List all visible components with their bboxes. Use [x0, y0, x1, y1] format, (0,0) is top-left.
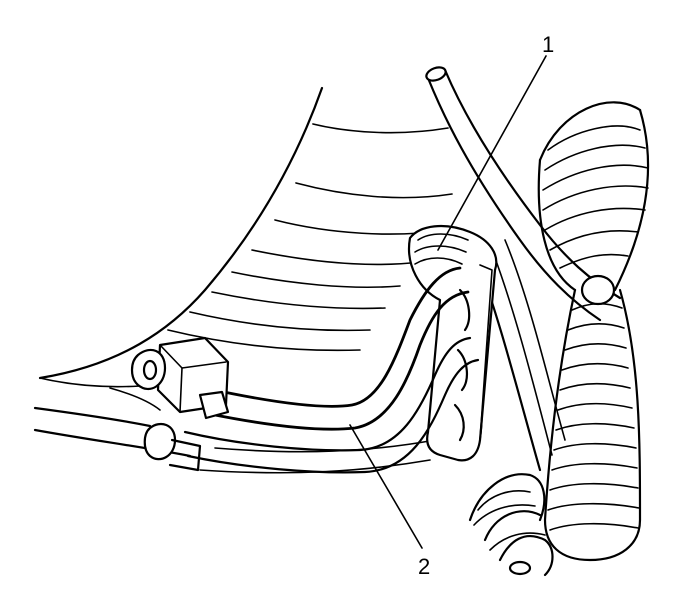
body-panel-outline: [38, 86, 453, 411]
leader-lines: [349, 55, 547, 549]
small-conduit-branches: [468, 473, 554, 577]
callout-1-leader: [437, 55, 547, 251]
callout-1-label: 1: [542, 32, 554, 57]
fitting-block: [130, 336, 230, 472]
callout-2-label: 2: [418, 554, 430, 579]
callout-2-leader: [349, 424, 423, 549]
pipe-lines: [183, 266, 480, 474]
corrugated-conduit: [537, 101, 650, 562]
